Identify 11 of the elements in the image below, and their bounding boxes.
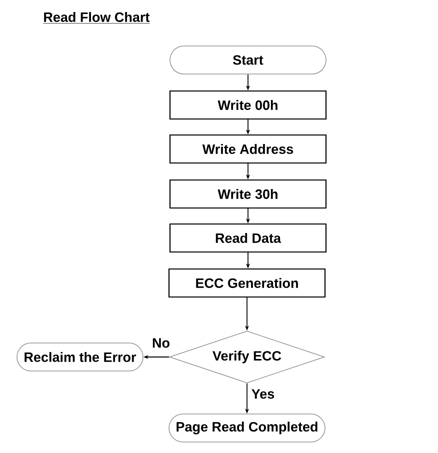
process-box: Write 00h xyxy=(169,90,327,120)
title: Read Flow Chart xyxy=(43,12,150,24)
terminator-box: Page Read Completed xyxy=(168,414,326,442)
process-box: ECC Generation xyxy=(168,268,326,298)
process-box: Write 30h xyxy=(169,179,327,209)
process-box: Write Address xyxy=(169,134,327,164)
edge-label: Yes xyxy=(250,388,276,400)
edge-label: No xyxy=(151,337,171,349)
terminator-box: Start xyxy=(170,46,326,74)
terminator-box: Reclaim the Error xyxy=(16,342,144,372)
process-box: Read Data xyxy=(169,223,327,253)
